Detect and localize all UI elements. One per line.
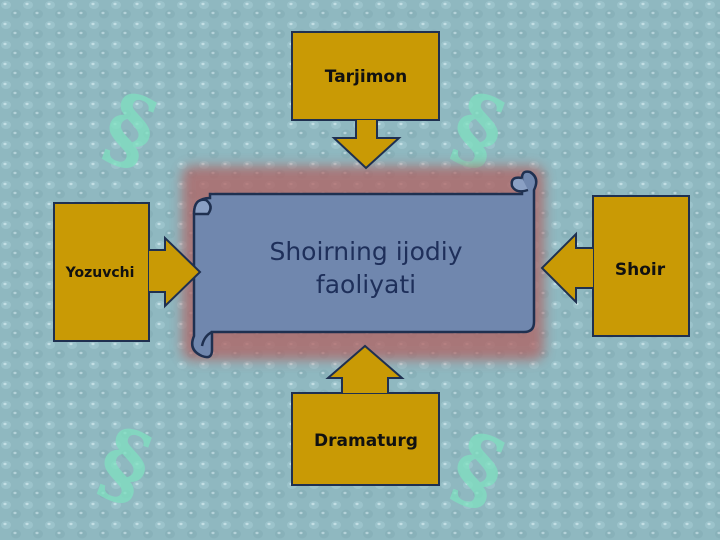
center-scroll [191, 170, 538, 359]
center-title-line1: Shoirning ijodiy [269, 237, 463, 266]
node-bottom [291, 344, 440, 486]
node-top [291, 31, 440, 170]
node-left-label: Yozuvchi [65, 265, 135, 281]
center-title-line2: faoliyati [315, 270, 417, 299]
center-title: Shoirning ijodiy faoliyati [241, 235, 491, 301]
node-top-label: Tarjimon [324, 67, 408, 87]
node-left [53, 202, 202, 342]
node-right [540, 195, 690, 337]
node-right-label: Shoir [614, 260, 666, 280]
node-bottom-label: Dramaturg [314, 431, 418, 451]
